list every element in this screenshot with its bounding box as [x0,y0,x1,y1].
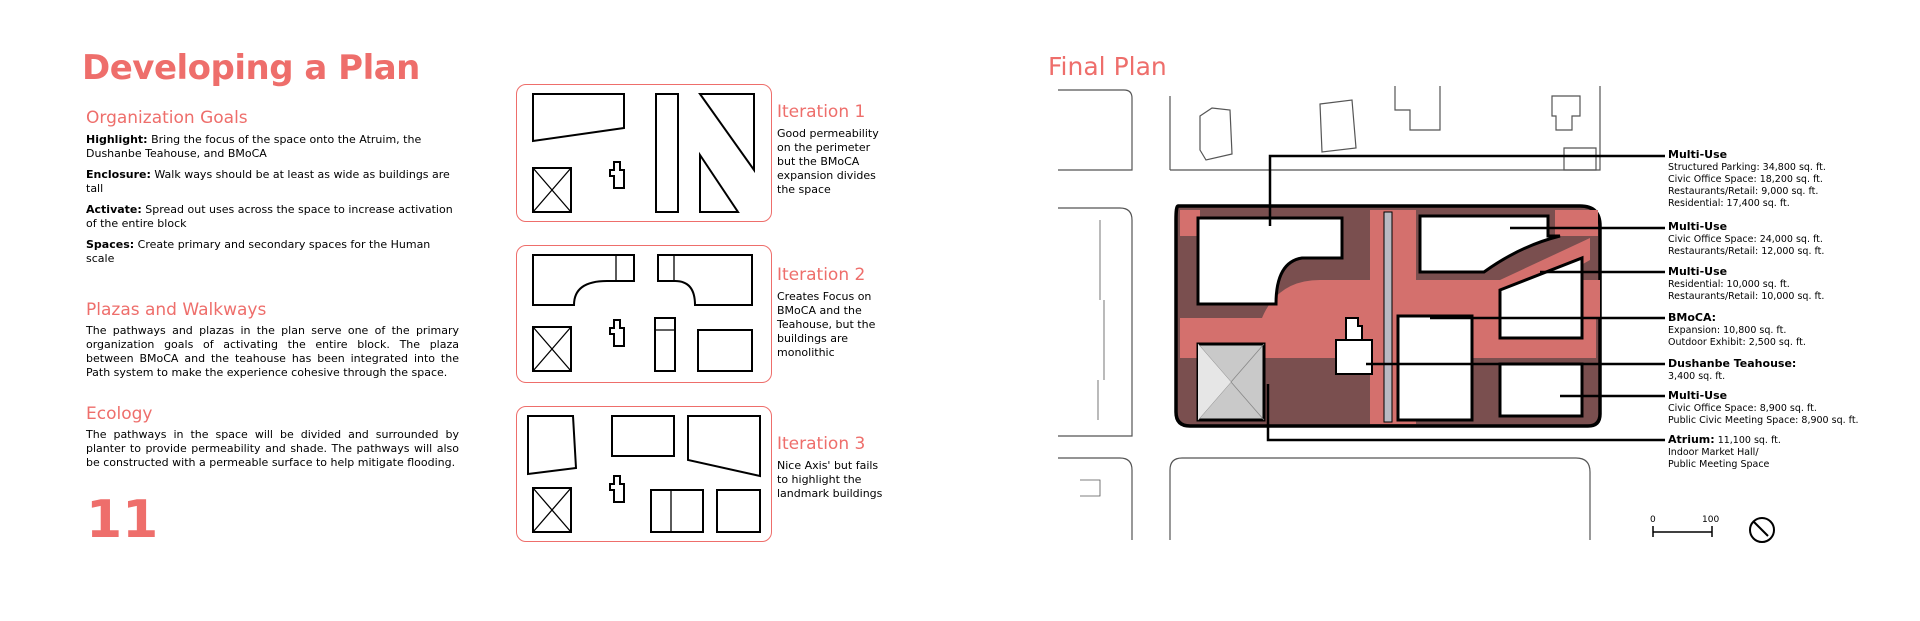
teahouse [1335,317,1373,375]
scale-bar [1652,526,1713,537]
legend-multi-use-1: Multi-Use Structured Parking: 34,800 sq.… [1668,148,1826,209]
legend-teahouse: Dushanbe Teahouse: 3,400 sq. ft. [1668,357,1797,382]
central-axis [1383,211,1393,423]
iteration-3-title: Iteration 3 [777,434,866,454]
ecology-heading: Ecology [86,404,153,424]
page-number: 11 [86,490,159,550]
legend-multi-use-4: Multi-Use Civic Office Space: 8,900 sq. … [1668,389,1859,426]
legend-multi-use-2: Multi-Use Civic Office Space: 24,000 sq.… [1668,220,1825,257]
north-arrow-icon [1749,517,1775,543]
org-goals-heading: Organization Goals [86,108,248,128]
iteration-3-diagram [516,406,772,542]
plazas-text: The pathways and plazas in the plan serv… [86,324,459,379]
atrium-roof-face [1198,344,1231,420]
legend-bmoca: BMoCA: Expansion: 10,800 sq. ft. Outdoor… [1668,311,1806,348]
iteration-3-shapes [527,415,761,533]
goal-activate: Activate: Spread out uses across the spa… [86,203,453,230]
org-goals-list: Highlight: Bring the focus of the space … [86,133,459,273]
plazas-heading: Plazas and Walkways [86,300,267,320]
goal-enclosure: Enclosure: Walk ways should be at least … [86,168,450,195]
iteration-2-text: Creates Focus on BMoCA and the Teahouse,… [777,290,876,359]
goal-spaces: Spaces: Create primary and secondary spa… [86,238,431,265]
final-plan-title: Final Plan [1048,52,1167,81]
iteration-2-title: Iteration 2 [777,265,866,285]
scale-max-label: 100 [1702,515,1720,525]
legend-multi-use-3: Multi-Use Residential: 10,000 sq. ft. Re… [1668,265,1825,302]
legend-atrium: Atrium: 11,100 sq. ft. Indoor Market Hal… [1668,433,1781,470]
ecology-text: The pathways in the space will be divide… [86,428,459,469]
leader-lines [1266,154,1665,442]
iteration-2-diagram [516,245,772,383]
goal-highlight: Highlight: Bring the focus of the space … [86,133,422,160]
final-plan-map [1058,86,1775,543]
iteration-1-text: Good permeability on the perimeter but t… [777,127,879,196]
scale-min-label: 0 [1650,515,1656,525]
page-title: Developing a Plan [82,48,420,88]
iteration-3-text: Nice Axis' but fails to highlight the la… [777,459,883,500]
iteration-1-shapes [532,93,755,213]
iteration-2-shapes [532,254,753,372]
iteration-1-title: Iteration 1 [777,102,866,122]
context-blocks [1058,86,1601,540]
